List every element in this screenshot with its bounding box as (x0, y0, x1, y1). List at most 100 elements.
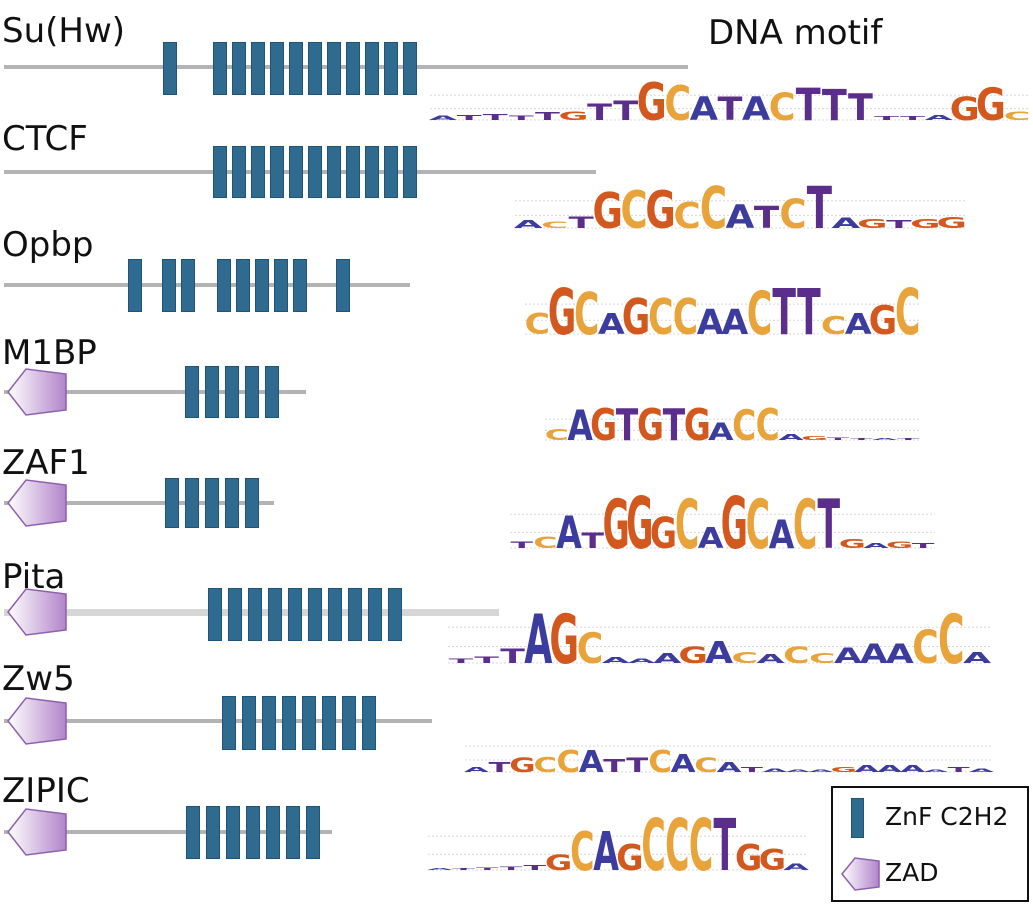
motif-letter: T (476, 867, 499, 871)
znf-c2h2-domain (308, 146, 322, 198)
znf-c2h2-domain (282, 696, 296, 750)
motif-letter: G (759, 844, 786, 877)
protein-backbone (4, 501, 274, 505)
motif-letter: A (567, 401, 592, 450)
znf-c2h2-domain (268, 588, 282, 641)
znf-c2h2-domain (289, 42, 303, 95)
znf-c2h2-domain (163, 42, 177, 95)
znf-c2h2-domain (274, 259, 288, 312)
legend-zad-label: ZAD (885, 858, 939, 887)
znf-c2h2-domain (206, 806, 220, 859)
motif-letter: C (809, 651, 836, 666)
motif-letter: G (801, 435, 828, 441)
znf-c2h2-domain (232, 42, 246, 95)
motif-letter: C (756, 400, 780, 451)
znf-c2h2-domain (302, 696, 316, 750)
znf-c2h2-domain (289, 146, 303, 198)
znf-c2h2-domain (365, 146, 379, 198)
znf-c2h2-domain (322, 696, 336, 750)
motif-letter: G (637, 400, 664, 451)
zad-domain-icon (7, 368, 67, 416)
motif-letter: C (525, 309, 550, 341)
zad-domain-icon (7, 588, 67, 636)
znf-c2h2-domain (242, 696, 256, 750)
legend: ZnF C2H2 ZAD (831, 786, 1029, 902)
motif-letter: A (556, 508, 582, 559)
motif-letter: C (545, 426, 569, 444)
protein-name-zw5: Zw5 (2, 659, 75, 699)
motif-letter: C (541, 220, 568, 230)
motif-letter: T (500, 645, 525, 668)
znf-c2h2-domain (388, 588, 402, 641)
znf-c2h2-domain (265, 366, 279, 418)
motif-letter: G (678, 643, 708, 669)
motif-letter: T (663, 400, 686, 451)
znf-c2h2-domain (208, 588, 222, 641)
motif-letter: A (429, 115, 458, 122)
motif-letter: G (976, 79, 1006, 131)
motif-letter: T (850, 438, 873, 441)
motif-letter: A (721, 303, 748, 343)
motif-letter: C (648, 745, 672, 780)
motif-letter: T (807, 176, 832, 243)
motif-letter: A (602, 656, 631, 665)
motif-letter: C (641, 805, 665, 888)
motif-letter: A (690, 91, 719, 128)
motif-letter: G (950, 91, 980, 128)
motif-letter: A (593, 822, 619, 883)
motif-letter: A (783, 862, 809, 872)
motif-letter: A (628, 658, 656, 665)
motif-letter: T (754, 200, 779, 235)
znf-c2h2-domain (251, 42, 265, 95)
motif-letter: C (570, 822, 594, 883)
znf-c2h2-domain (327, 42, 341, 95)
motif-letter: A (877, 763, 903, 775)
motif-letter: C (1004, 110, 1031, 123)
motif-letter: C (675, 486, 699, 565)
znf-c2h2-domain (384, 146, 398, 198)
motif-letter: C (689, 805, 713, 888)
motif-letter: T (581, 528, 604, 553)
znf-c2h2-domain (228, 588, 242, 641)
motif-letter: A (708, 417, 734, 445)
znf-c2h2-domain (165, 478, 179, 528)
motif-letter: A (778, 433, 804, 442)
znf-c2h2-domain (308, 588, 322, 641)
znf-c2h2-domain (348, 588, 362, 641)
motif-letter: T (452, 867, 475, 870)
legend-znf-label: ZnF C2H2 (885, 802, 1009, 831)
motif-letter: T (900, 115, 925, 121)
znf-c2h2-domain (222, 696, 236, 750)
motif-letter: G (548, 276, 576, 349)
motif-letter: G (592, 184, 622, 240)
motif-letter: T (511, 540, 534, 550)
znf-c2h2-domain (246, 806, 260, 859)
znf-c2h2-domain (346, 42, 360, 95)
motif-letter: A (845, 309, 872, 341)
motif-letter: C (577, 626, 604, 674)
zad-pentagon-icon (841, 857, 880, 891)
znf-c2h2-domain (362, 696, 376, 750)
motif-letter: C (769, 86, 796, 130)
zad-domain-icon (7, 479, 67, 527)
motif-letter: A (762, 768, 787, 773)
motif-letter: A (925, 114, 954, 122)
motif-letter: G (869, 298, 897, 344)
motif-letter: G (831, 766, 857, 774)
motif-letter: G (937, 214, 967, 231)
motif-letter: T (822, 81, 847, 130)
motif-letter: A (524, 601, 552, 680)
motif-letter: C (574, 282, 599, 349)
motif-letter: T (912, 541, 936, 549)
motif-letter: C (821, 312, 846, 341)
znf-c2h2-domain (255, 259, 269, 312)
znf-c2h2-domain (270, 146, 284, 198)
znf-c2h2-domain (213, 146, 227, 198)
